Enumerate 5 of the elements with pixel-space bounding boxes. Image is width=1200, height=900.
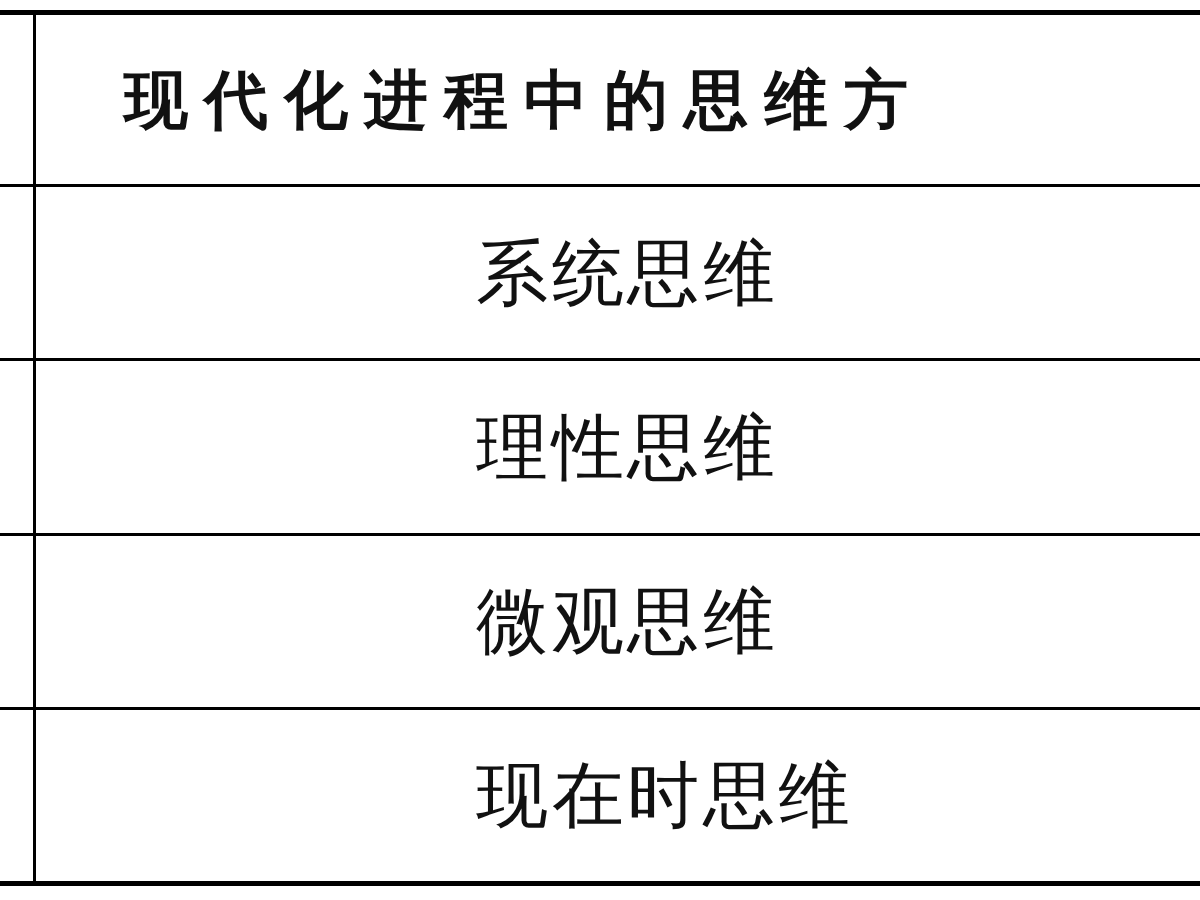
table-cell-text: 系统思维: [476, 229, 779, 317]
table-cell-text: 理性思维: [476, 403, 779, 491]
table-cell-text: 微观思维: [476, 578, 779, 666]
table-cell-text: 现在时思维: [476, 752, 854, 840]
table-header: 现代化进程中的思维方: [124, 61, 924, 139]
